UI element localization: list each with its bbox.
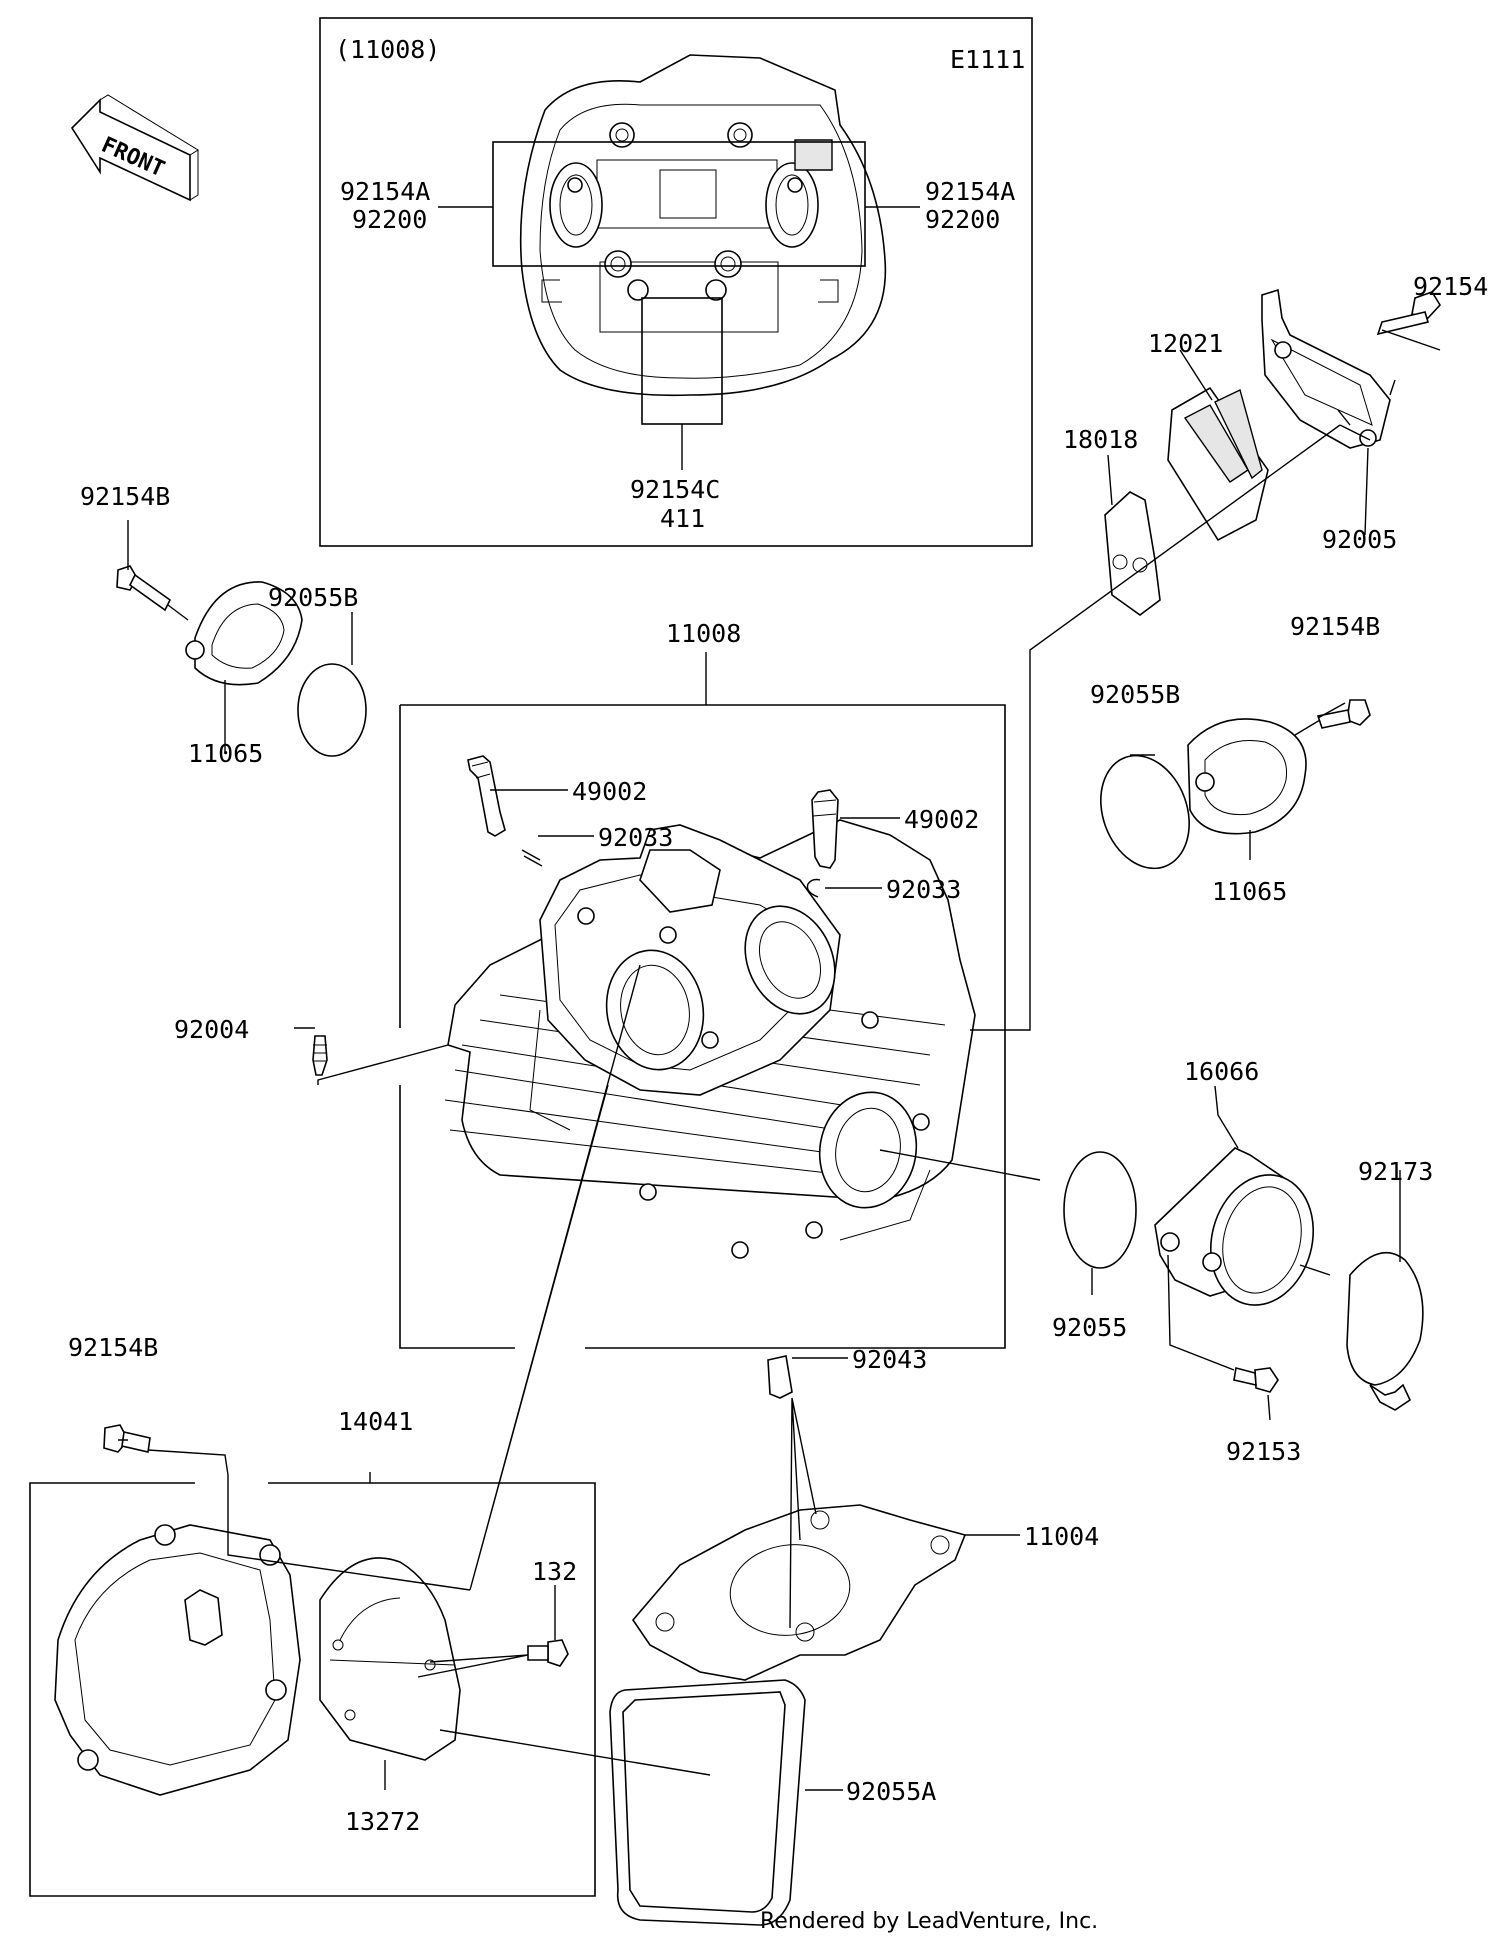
reed-stopper-part <box>1104 491 1161 616</box>
head-cover-frame <box>29 1482 596 1897</box>
o-ring-92055-icon <box>1063 1151 1137 1269</box>
label-92153: 92153 <box>1226 1437 1301 1466</box>
label-12021: 12021 <box>1148 329 1223 358</box>
label-92154C: 92154C <box>630 475 720 504</box>
o-ring-92055B-right-icon <box>1100 754 1190 870</box>
label-92173: 92173 <box>1358 1157 1433 1186</box>
bolt-92154B-lower-left-icon <box>103 1424 151 1453</box>
cap-11065-left-part <box>185 581 303 686</box>
label-132: 132 <box>532 1557 577 1586</box>
dowel-92004-icon <box>312 1035 328 1076</box>
top-detail-frame <box>319 17 1033 547</box>
reed-plate-part <box>1167 386 1269 542</box>
label-92033-left: 92033 <box>598 823 673 852</box>
intake-pipe-16066-part <box>1154 1147 1315 1306</box>
circlip-92033-left-icon <box>521 849 543 867</box>
cylinder-head-11008-part <box>444 819 976 1259</box>
cylinder-head-top-view <box>492 54 887 425</box>
o-ring-92055B-left-icon <box>297 663 367 757</box>
label-16066: 16066 <box>1184 1057 1259 1086</box>
label-11004: 11004 <box>1024 1522 1099 1551</box>
gasket-92055A-part <box>609 1679 806 1926</box>
label-92200-left: 92200 <box>352 205 427 234</box>
cap-11065-right-part <box>1187 718 1307 835</box>
label-11065-left: 11065 <box>188 739 263 768</box>
clamp-92173-part <box>1346 1251 1424 1411</box>
label-92043: 92043 <box>852 1345 927 1374</box>
bolt-92154B-upper-left-icon <box>116 565 172 612</box>
diagram-code: E1111 <box>950 45 1025 74</box>
label-92055B-left: 92055B <box>268 583 358 612</box>
breather-cover-part <box>1261 288 1391 449</box>
label-18018: 18018 <box>1063 425 1138 454</box>
label-92154-top: 92154 <box>1413 272 1488 301</box>
footer-credit: Rendered by LeadVenture, Inc. <box>760 1909 1098 1934</box>
cylinder-head-frame <box>399 704 1006 1349</box>
dowel-92043-icon <box>767 1355 793 1399</box>
head-gasket-11004-part <box>631 1504 967 1681</box>
label-92033-right: 92033 <box>886 875 961 904</box>
head-cover-14041-part <box>54 1524 301 1796</box>
label-411: 411 <box>660 504 705 533</box>
label-92055: 92055 <box>1052 1313 1127 1342</box>
label-92055B-right: 92055B <box>1090 680 1180 709</box>
label-92154B-right: 92154B <box>1290 612 1380 641</box>
gasket-13272-part <box>319 1557 461 1761</box>
label-14041: 14041 <box>338 1407 413 1436</box>
bolt-132-icon <box>527 1639 569 1667</box>
label-92200-right: 92200 <box>925 205 1000 234</box>
label-92154B-lower-left: 92154B <box>68 1333 158 1362</box>
label-13272: 13272 <box>345 1807 420 1836</box>
label-11008: 11008 <box>666 619 741 648</box>
front-arrow-icon: FRONT <box>70 94 199 202</box>
label-11065-right: 11065 <box>1212 877 1287 906</box>
valve-guide-49002-left-icon <box>467 755 506 837</box>
bolt-92154B-right-icon <box>1316 699 1371 729</box>
bolt-92154-icon <box>1376 291 1441 336</box>
label-92005: 92005 <box>1322 525 1397 554</box>
valve-guide-49002-right-icon <box>811 789 839 869</box>
label-92055A: 92055A <box>846 1777 936 1806</box>
label-92154B-upper-left: 92154B <box>80 482 170 511</box>
label-92004: 92004 <box>174 1015 249 1044</box>
label-49002-right: 49002 <box>904 805 979 834</box>
label-92154A-left: 92154A <box>340 177 430 206</box>
label-top-box-title: (11008) <box>335 35 440 64</box>
circlip-92033-right-icon <box>806 878 821 898</box>
label-92154A-right: 92154A <box>925 177 1015 206</box>
bolt-92153-icon <box>1233 1367 1279 1393</box>
label-49002-left: 49002 <box>572 777 647 806</box>
